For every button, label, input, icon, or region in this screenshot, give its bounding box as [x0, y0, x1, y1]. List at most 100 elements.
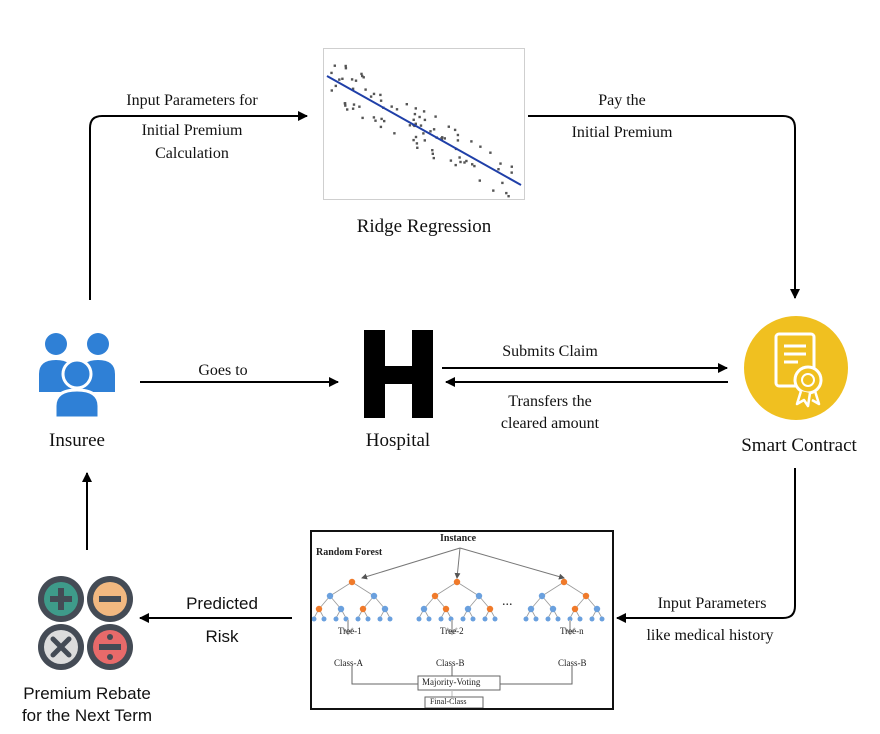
- scatter-point: [456, 133, 460, 137]
- tree-leaf-node: [523, 616, 529, 622]
- tree-node: [475, 592, 483, 600]
- scatter-point: [362, 76, 365, 79]
- scatter-point: [422, 132, 425, 135]
- scatter-point: [471, 163, 474, 166]
- scatter-point: [447, 125, 450, 128]
- smart-contract-icon: [744, 316, 848, 420]
- insuree-group-icon: [39, 333, 115, 420]
- scatter-point: [346, 108, 349, 111]
- scatter-point: [440, 137, 443, 140]
- random-forest-diagram: Random Forest Instance ... Tree-1 Tree-2…: [310, 530, 614, 710]
- tree-leaf-node: [438, 616, 444, 622]
- scatter-point: [473, 164, 476, 168]
- scatter-point: [372, 116, 376, 119]
- regression-line: [326, 75, 522, 186]
- top-right-label-line2: Initial Premium: [571, 124, 673, 141]
- scatter-point: [454, 163, 457, 167]
- scatter-point: [361, 74, 364, 78]
- scatter-point: [351, 107, 355, 110]
- tree-node: [359, 605, 367, 613]
- plus-icon: [38, 576, 84, 622]
- scatter-point: [333, 64, 336, 67]
- scatter-point: [479, 145, 482, 148]
- scatter-point: [507, 195, 510, 198]
- top-left-label-line2: Initial Premium: [141, 122, 243, 139]
- tree-2-label: Tree-2: [440, 626, 464, 636]
- scatter-point: [408, 124, 412, 127]
- tree-leaf-node: [545, 616, 551, 622]
- scatter-point: [330, 89, 333, 92]
- scatter-point: [456, 139, 460, 142]
- scatter-point: [344, 64, 347, 68]
- tree-node: [582, 592, 590, 600]
- tree-leaf-node: [482, 616, 488, 622]
- trees-ellipsis: ...: [502, 594, 513, 609]
- input-params-label-line2: like medical history: [646, 627, 774, 644]
- input-params-label-line1: Input Parameters: [657, 595, 767, 612]
- scatter-point: [505, 191, 508, 195]
- top-left-label-line3: Calculation: [155, 145, 229, 162]
- tree-node: [315, 605, 323, 613]
- random-forest-trees: [312, 547, 605, 708]
- scatter-point: [412, 118, 415, 121]
- scatter-point: [431, 152, 434, 155]
- scatter-point: [405, 103, 408, 106]
- smart-contract-label: Smart Contract: [741, 435, 857, 456]
- tree-node: [381, 605, 389, 613]
- tree-leaf-node: [387, 616, 393, 622]
- scatter-point: [489, 151, 492, 154]
- scatter-point: [423, 118, 427, 122]
- scatter-point: [443, 137, 446, 140]
- scatter-point: [453, 128, 457, 132]
- goes-to-label: Goes to: [198, 362, 248, 379]
- scatter-point: [497, 168, 500, 171]
- tree-node: [442, 605, 450, 613]
- scatter-point: [458, 156, 461, 159]
- rebate-label-line1: Premium Rebate: [23, 684, 151, 703]
- tree-node: [571, 605, 579, 613]
- scatter-point: [432, 156, 435, 160]
- scatter-point: [390, 105, 393, 108]
- scatter-point: [465, 159, 468, 163]
- scatter-point: [510, 165, 513, 168]
- tree-leaf-node: [577, 616, 583, 622]
- scatter-point: [463, 161, 466, 164]
- tree-1-label: Tree-1: [338, 626, 362, 636]
- arrow-contract-to-forest: [616, 468, 796, 623]
- scatter-point: [449, 159, 453, 162]
- tree-node: [370, 592, 378, 600]
- tree-leaf-node: [492, 616, 498, 622]
- ridge-regression-plot: [323, 48, 525, 200]
- tree-leaf-node: [321, 616, 327, 622]
- tree-leaf-node: [599, 616, 605, 622]
- tree-leaf-node: [426, 616, 432, 622]
- scatter-point: [459, 160, 462, 164]
- tree-leaf-node: [567, 616, 573, 622]
- minus-icon: [87, 576, 133, 622]
- scatter-point: [372, 92, 376, 96]
- scatter-point: [414, 122, 417, 125]
- scatter-point: [414, 135, 418, 139]
- scatter-point: [351, 87, 355, 90]
- scatter-point: [354, 79, 358, 82]
- scatter-point: [422, 110, 426, 113]
- scatter-point: [414, 107, 417, 110]
- risk-label: Risk: [205, 627, 239, 646]
- predicted-label: Predicted: [186, 594, 258, 613]
- scatter-point: [364, 88, 367, 91]
- regression-scatter: [323, 48, 525, 200]
- tree-leaf-node: [365, 616, 371, 622]
- arrow-insuree-to-regression: [89, 111, 308, 300]
- scatter-point: [412, 138, 415, 142]
- scatter-point: [418, 115, 421, 119]
- scatter-point: [413, 112, 417, 116]
- final-class-label: Final-Class: [430, 697, 467, 706]
- transfers-label-line1: Transfers the: [508, 393, 592, 410]
- tree-leaf-node: [377, 616, 383, 622]
- scatter-point: [379, 99, 383, 102]
- top-left-label-line1: Input Parameters for: [126, 92, 258, 109]
- scatter-point: [338, 78, 341, 81]
- scatter-point: [341, 77, 344, 80]
- divide-icon: [87, 624, 133, 670]
- scatter-point: [416, 146, 419, 149]
